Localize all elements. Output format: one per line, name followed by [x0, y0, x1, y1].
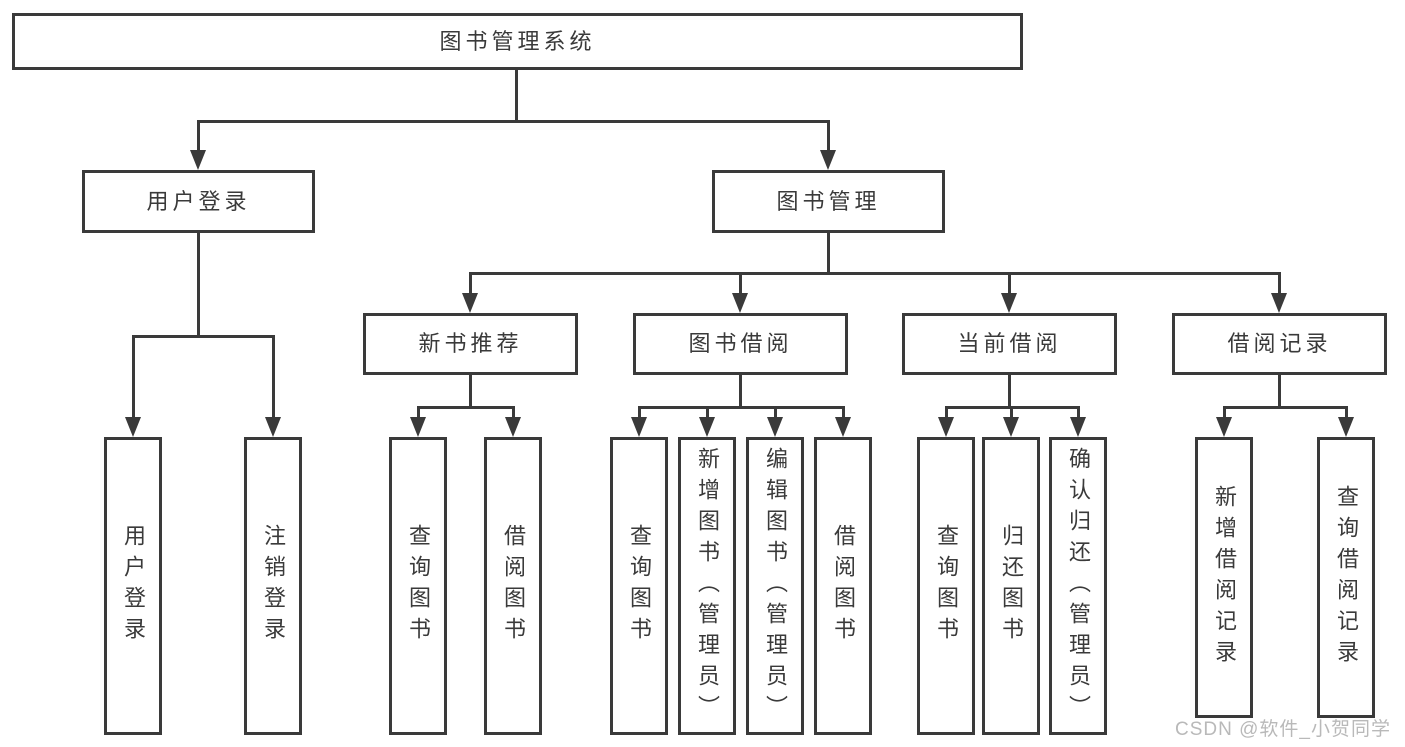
node-label: 注销登录: [261, 524, 286, 648]
node-borrow-books: 借阅图书: [814, 437, 872, 735]
arrow-to-query-books-current: [938, 406, 954, 437]
connector-recommend-branch: [417, 406, 515, 409]
node-add-borrow-record: 新增借阅记录: [1195, 437, 1253, 718]
node-label: 查询图书: [934, 524, 959, 648]
node-borrow-books-recommend: 借阅图书: [484, 437, 542, 735]
node-confirm-return-admin: 确认归还（管理员）: [1049, 437, 1107, 735]
node-logout: 注销登录: [244, 437, 302, 735]
node-user-login: 用户登录: [82, 170, 315, 233]
arrow-to-user-login: [190, 120, 206, 170]
node-query-books-borrowing: 查询图书: [610, 437, 668, 735]
connector-login-stem: [197, 233, 200, 335]
node-current-borrowing: 当前借阅: [902, 313, 1117, 375]
arrow-to-add-books-admin: [699, 406, 715, 437]
arrow-to-new-book-recommendation: [462, 272, 478, 313]
connector-mgmt-stem: [827, 233, 830, 274]
node-label: 编辑图书（管理员）: [763, 446, 788, 726]
connector-borrowing-stem: [739, 375, 742, 408]
node-label: 用户登录: [121, 524, 146, 648]
node-label: 查询图书: [627, 524, 652, 648]
connector-current-stem: [1008, 375, 1011, 408]
node-label: 借阅图书: [831, 524, 856, 648]
node-label: 新增图书（管理员）: [695, 446, 720, 726]
arrow-to-book-borrowing: [732, 272, 748, 313]
connector-borrowing-branch: [638, 406, 845, 409]
node-label: 归还图书: [999, 524, 1024, 648]
arrow-to-borrow-books-recommend: [505, 406, 521, 437]
arrow-to-borrowing-records: [1271, 272, 1287, 313]
connector-records-stem: [1278, 375, 1281, 408]
node-label: 确认归还（管理员）: [1066, 446, 1091, 726]
node-query-borrow-record: 查询借阅记录: [1317, 437, 1375, 718]
arrow-to-book-management: [820, 120, 836, 170]
arrow-to-add-borrow-record: [1216, 406, 1232, 437]
connector-records-branch: [1223, 406, 1348, 409]
arrow-to-return-books: [1003, 406, 1019, 437]
node-new-book-recommendation: 新书推荐: [363, 313, 578, 375]
arrow-to-borrow-books: [835, 406, 851, 437]
watermark: CSDN @软件_小贺同学: [1175, 719, 1391, 740]
arrow-to-query-books-borrowing: [631, 406, 647, 437]
node-book-borrowing: 图书借阅: [633, 313, 848, 375]
node-book-management: 图书管理: [712, 170, 945, 233]
connector-root-branch: [197, 120, 829, 123]
arrow-to-user-login-action: [125, 335, 141, 437]
node-edit-books-admin: 编辑图书（管理员）: [746, 437, 804, 735]
connector-current-branch: [945, 406, 1080, 409]
connector-recommend-stem: [469, 375, 472, 408]
connector-mgmt-branch: [469, 272, 1281, 275]
node-borrowing-records: 借阅记录: [1172, 313, 1387, 375]
arrow-to-logout: [265, 335, 281, 437]
node-label: 查询借阅记录: [1334, 484, 1359, 671]
arrow-to-query-books-recommend: [410, 406, 426, 437]
node-library-management-system: 图书管理系统: [12, 13, 1023, 70]
node-query-books-recommend: 查询图书: [389, 437, 447, 735]
connector-login-branch: [132, 335, 274, 338]
node-add-books-admin: 新增图书（管理员）: [678, 437, 736, 735]
arrow-to-confirm-return-admin: [1070, 406, 1086, 437]
node-query-books-current: 查询图书: [917, 437, 975, 735]
node-label: 借阅图书: [501, 524, 526, 648]
connector-root-stem: [515, 68, 518, 120]
arrow-to-current-borrowing: [1001, 272, 1017, 313]
node-return-books: 归还图书: [982, 437, 1040, 735]
arrow-to-query-borrow-record: [1338, 406, 1354, 437]
node-label: 查询图书: [406, 524, 431, 648]
node-label: 新增借阅记录: [1212, 484, 1237, 671]
node-user-login-action: 用户登录: [104, 437, 162, 735]
arrow-to-edit-books-admin: [767, 406, 783, 437]
